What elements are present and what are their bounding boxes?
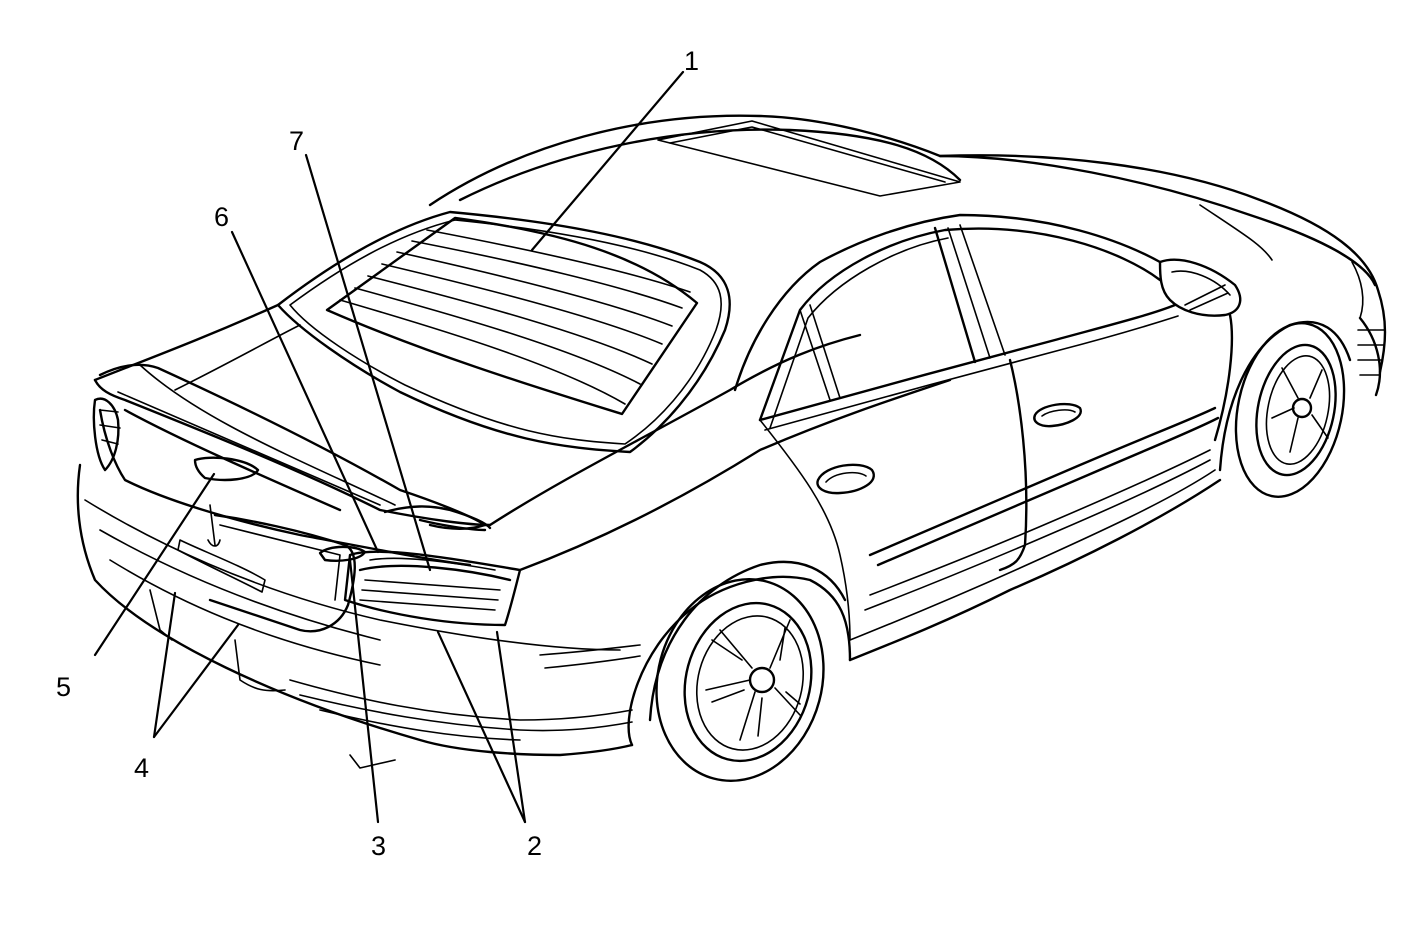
leader-4a: [152, 591, 177, 739]
callout-7: 7: [289, 126, 304, 156]
defogger-grid-lines: [339, 229, 691, 405]
front-wheel-arch: [1218, 320, 1352, 472]
callout-6: 6: [214, 202, 229, 232]
callout-leader-lines: [93, 70, 685, 824]
rear-wheel: [655, 578, 825, 782]
leader-2a: [436, 630, 527, 824]
front-wheel: [1234, 322, 1346, 498]
rear-wheel-arch: [648, 560, 847, 722]
tail-lamp-assemblies: [92, 397, 522, 627]
leader-3: [348, 558, 380, 824]
leader-1: [530, 70, 685, 252]
leader-5: [93, 472, 216, 657]
callout-4: 4: [134, 753, 149, 783]
leader-7: [304, 153, 432, 572]
leader-2b: [495, 630, 527, 824]
callout-5: 5: [56, 672, 71, 702]
callout-labels: 1 2 3 4 5 6 7: [56, 46, 699, 861]
callout-1: 1: [684, 46, 699, 76]
leader-4b: [152, 623, 240, 739]
callout-3: 3: [371, 831, 386, 861]
callout-2: 2: [527, 831, 542, 861]
leader-6: [230, 230, 380, 554]
car-body-outline: [76, 114, 1387, 769]
